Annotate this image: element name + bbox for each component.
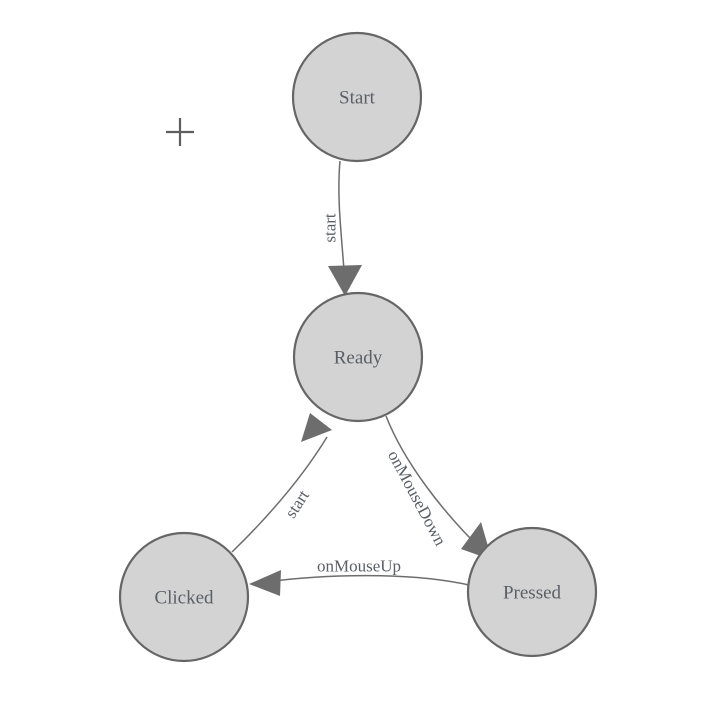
edge-pressed-to-clicked[interactable] [249,570,470,596]
crosshair-marker-icon[interactable] [166,118,194,146]
node-clicked[interactable]: Clicked [118,531,250,663]
edge-label-ready-to-pressed: onMouseDown [384,447,450,549]
edge-line [265,574,470,586]
arrowhead-icon [328,265,362,296]
node-shape[interactable] [118,531,250,663]
edge-clicked-to-ready[interactable] [231,413,332,553]
edge-label-start-to-ready: start [321,213,340,243]
node-start[interactable]: Start [291,31,423,163]
node-shape[interactable] [466,526,598,658]
edge-ready-to-pressed[interactable] [385,415,492,560]
node-pressed[interactable]: Pressed [466,526,598,658]
edge-line [385,415,487,555]
edge-line [231,436,328,553]
node-layer: Start Ready Clicked Pressed [118,31,598,663]
edge-start-to-ready[interactable] [328,160,362,296]
edge-label-clicked-to-ready: start [281,486,313,521]
arrowhead-icon [249,570,281,596]
node-shape[interactable] [292,291,424,423]
node-ready[interactable]: Ready [292,291,424,423]
node-shape[interactable] [291,31,423,163]
edge-label-pressed-to-clicked: onMouseUp [317,557,401,576]
arrowhead-icon [301,413,332,442]
